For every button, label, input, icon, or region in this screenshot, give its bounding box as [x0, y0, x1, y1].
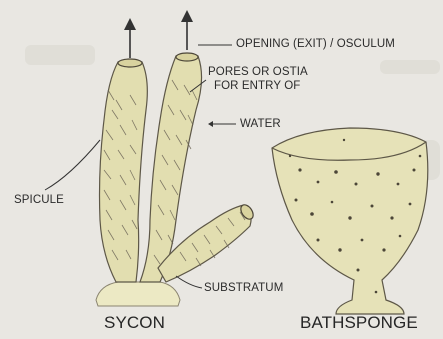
sycon-left-osculum: [118, 59, 142, 67]
spicule-label: SPICULE: [14, 194, 64, 207]
bathsponge-caption: BATHSPONGE: [300, 313, 418, 333]
pores-label-line1: PORES OR OSTIA: [208, 66, 308, 79]
osculum-label: OPENING (EXIT) / OSCULUM: [236, 38, 395, 51]
sycon-caption: SYCON: [104, 313, 165, 333]
substratum-base: [96, 282, 180, 306]
exit-arrows: [124, 10, 193, 58]
sycon-left-tube: [100, 62, 148, 282]
water-label: WATER: [240, 118, 281, 131]
pores-label-line2: FOR ENTRY OF: [214, 80, 300, 93]
sycon-right-osculum: [176, 53, 198, 61]
substratum-label: SUBSTRATUM: [204, 282, 283, 295]
